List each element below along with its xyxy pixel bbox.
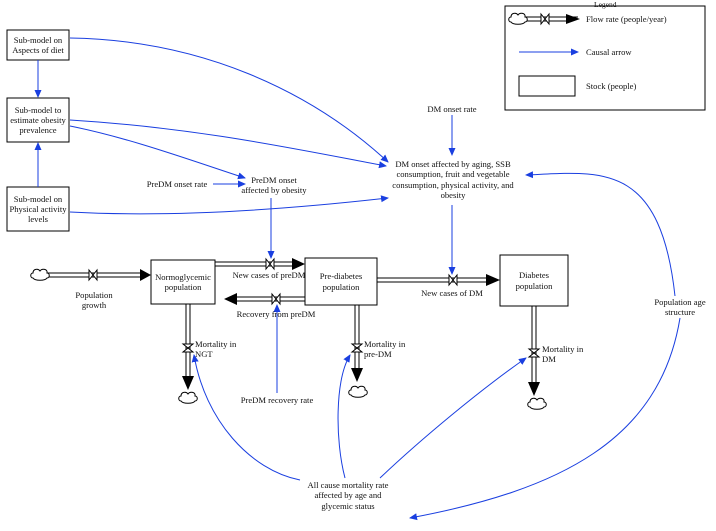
stock-normoglycemic-label: Normoglycemic population	[155, 271, 211, 292]
predm-recovery-rate-label: PreDM recovery rate	[240, 395, 314, 405]
flow-population-growth-label: Population growth	[75, 290, 113, 311]
stock-prediabetes-label: Pre-diabetes population	[319, 271, 363, 292]
flow-mortality-ngt-label: Mortality in NGT	[195, 339, 237, 360]
submodel-activity-label: Sub-model on Physical activity levels	[9, 193, 67, 225]
dm-onset-rate-label: DM onset rate	[427, 104, 477, 114]
submodel-activity-box	[6, 186, 70, 232]
predm-onset-rate-label: PreDM onset rate	[146, 179, 208, 189]
predm-onset-affected-label: PreDM onset affected by obesity	[241, 175, 307, 196]
population-age-structure-label: Population age structure	[654, 297, 706, 318]
submodel-diet-label: Sub-model on Aspects of diet	[12, 34, 64, 55]
submodel-diet-box	[6, 29, 70, 61]
stock-diabetes-box	[499, 254, 569, 307]
flow-recovery-predm-label: Recovery from preDM	[236, 309, 316, 319]
submodel-obesity-label: Sub-model to estimate obesity prevalence	[10, 104, 66, 136]
legend-stock-label: Stock (people)	[586, 81, 637, 91]
stock-normoglycemic-box	[150, 259, 216, 305]
legend-causal-arrow-label: Causal arrow	[586, 47, 632, 57]
all-cause-mortality-label: All cause mortality rate affected by age…	[307, 480, 389, 511]
flow-new-cases-dm-label: New cases of DM	[421, 288, 483, 298]
legend-flow-rate-label: Flow rate (people/year)	[586, 14, 667, 24]
flow-mortality-dm-label: Mortality in DM	[542, 344, 584, 365]
legend-title: Legend	[594, 0, 617, 9]
stock-diabetes-label: Diabetes population	[515, 270, 553, 291]
flow-new-cases-predm-label: New cases of preDM	[232, 270, 306, 280]
submodel-obesity-box	[6, 97, 70, 143]
dm-onset-affected-label: DM onset affected by aging, SSB consumpt…	[392, 159, 514, 200]
stock-prediabetes-box	[304, 257, 378, 306]
legend-stock-box	[518, 75, 576, 97]
flow-mortality-predm-label: Mortality in pre-DM	[364, 339, 406, 360]
